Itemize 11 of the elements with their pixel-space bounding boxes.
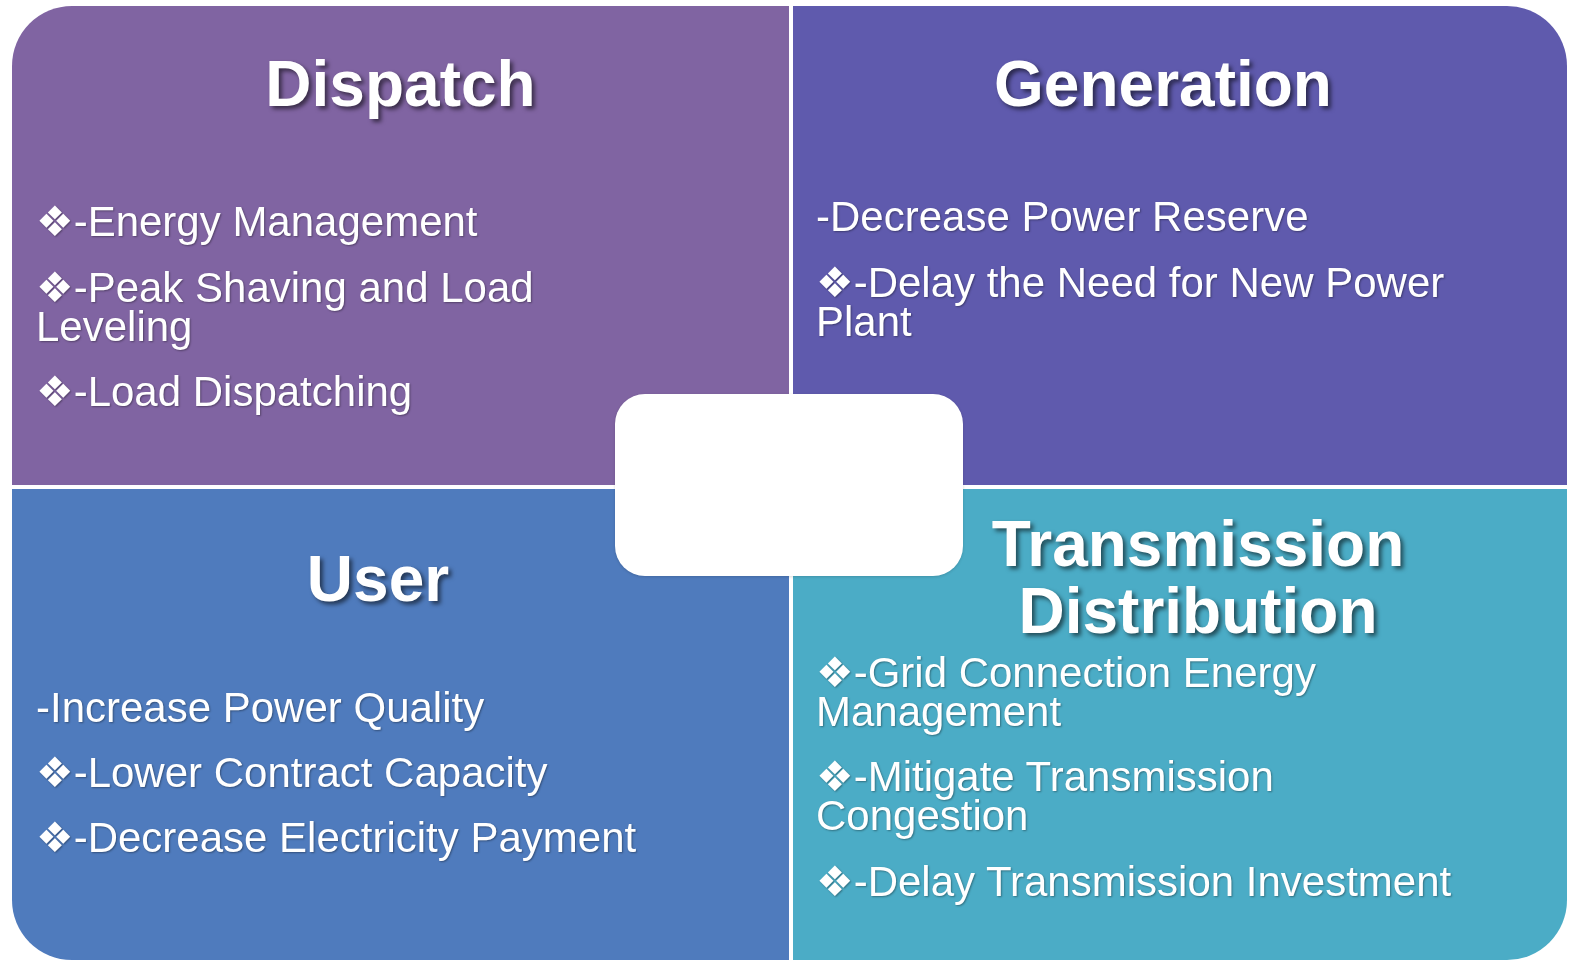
quadrant-panel bbox=[12, 489, 789, 960]
quadrant-panel bbox=[793, 6, 1567, 485]
quadrant-panel bbox=[12, 6, 789, 485]
panel-heading: Transmission Distribution bbox=[990, 511, 1406, 645]
panel-heading: User bbox=[305, 546, 451, 613]
bullet-text: ❖-Delay the Need for New Power Plant bbox=[816, 263, 1446, 341]
center-box bbox=[615, 394, 963, 576]
panel-heading: Dispatch bbox=[264, 51, 537, 118]
bullet-text: -Decrease Power Reserve bbox=[816, 197, 1310, 236]
panel-heading: Generation bbox=[993, 51, 1333, 118]
quadrant-panel bbox=[793, 489, 1567, 960]
